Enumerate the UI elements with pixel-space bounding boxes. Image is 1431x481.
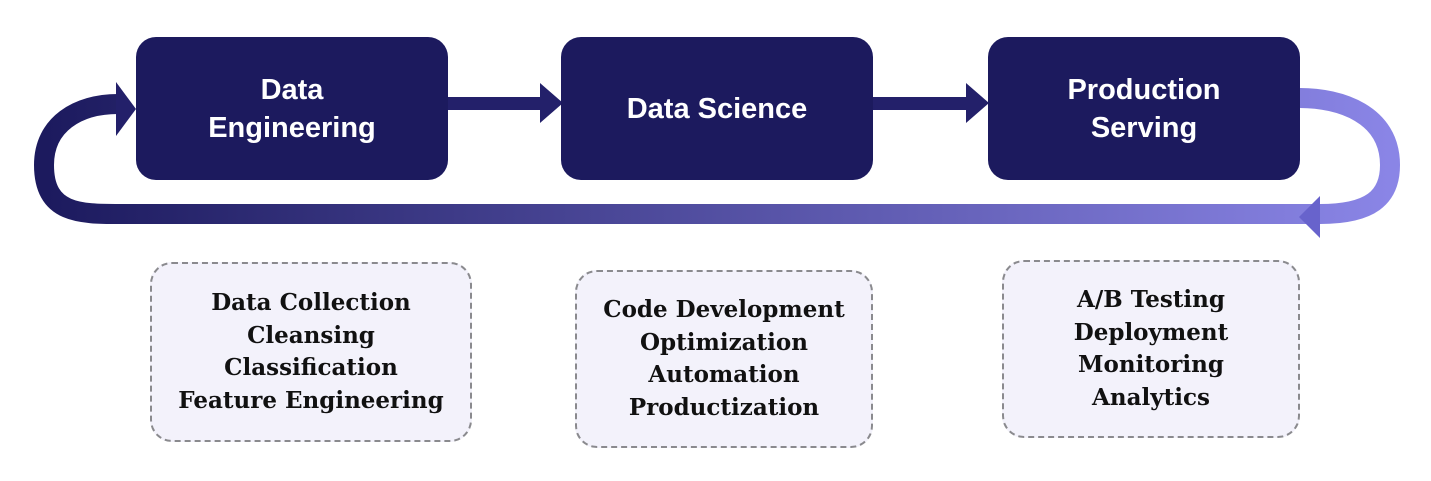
stage-production-serving: Production Serving: [988, 37, 1300, 180]
detail-item: Productization: [628, 393, 820, 421]
detail-item: Data Collection: [211, 289, 411, 316]
detail-item: Feature Engineering: [178, 386, 444, 414]
detail-item: Monitoring: [1078, 351, 1224, 378]
detail-item: Cleansing: [247, 321, 375, 349]
loop-arrowhead-left: [116, 82, 136, 136]
detail-item: Automation: [648, 361, 800, 388]
stage-data-engineering: Data Engineering: [136, 37, 448, 180]
details-production-serving: A/B Testing Deployment Monitoring Analyt…: [1002, 260, 1300, 438]
stage-data-science: Data Science: [561, 37, 873, 180]
detail-item: Optimization: [640, 328, 808, 356]
stage-title: Data Science: [626, 92, 808, 125]
details-data-science: Code Development Optimization Automation…: [575, 270, 873, 448]
detail-item: A/B Testing: [1077, 286, 1225, 313]
stage-title: Data Engineering: [208, 73, 376, 144]
arrow-science-to-production: [873, 83, 989, 123]
detail-item: Deployment: [1073, 318, 1229, 346]
stage-title: Production Serving: [1067, 73, 1221, 144]
detail-item: Code Development: [603, 296, 845, 323]
feedback-loop-arrow: [33, 82, 1401, 238]
loop-arrowhead-right: [1299, 196, 1320, 238]
details-data-engineering: Data Collection Cleansing Classification…: [150, 262, 472, 442]
detail-item: Classification: [224, 354, 398, 381]
detail-item: Analytics: [1092, 383, 1210, 411]
arrow-engineering-to-science: [448, 83, 563, 123]
